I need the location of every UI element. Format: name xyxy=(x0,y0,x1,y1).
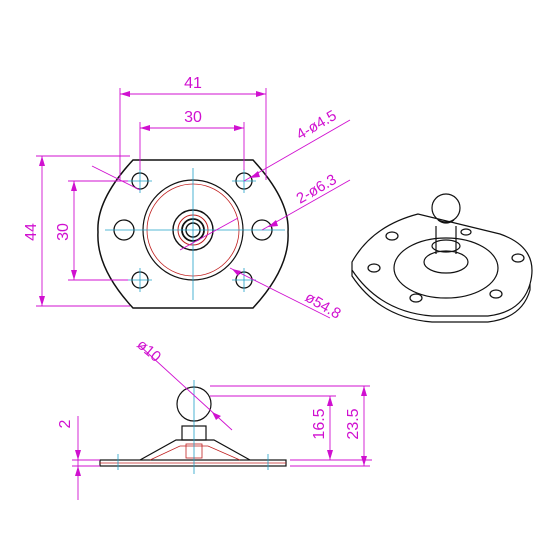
top-view: 41 30 44 30 4-ø4.5 2-ø6.3 ø54.8 xyxy=(23,75,351,323)
iso-dome-inner xyxy=(423,250,469,274)
dim-height-outer: 44 xyxy=(23,223,40,241)
iso-plate-edge xyxy=(351,270,531,323)
iso-hole-4 xyxy=(511,253,525,263)
iso-hole-2 xyxy=(385,231,399,241)
iso-hole-6 xyxy=(460,228,472,236)
dim-ball-height: 16.5 xyxy=(311,408,328,439)
iso-ball-neck xyxy=(437,219,455,224)
dimension-lines xyxy=(36,88,351,319)
dim-total-height: 23.5 xyxy=(345,408,362,439)
dim-hole-spacing-vertical: 30 xyxy=(55,223,72,241)
iso-stem-collar xyxy=(431,239,461,253)
dim-ball-diameter: ø10 xyxy=(133,336,164,366)
dim-hole-spacing: 30 xyxy=(184,109,202,126)
callout-plate: ø54.8 xyxy=(302,289,344,323)
centerlines xyxy=(105,168,285,300)
callout-holes: 4-ø4.5 xyxy=(294,107,340,143)
plate-outline xyxy=(97,159,289,309)
arrowheads xyxy=(39,91,278,306)
dim-plate-thickness: 2 xyxy=(57,419,74,428)
iso-view xyxy=(351,193,533,323)
iso-hole-5 xyxy=(489,289,503,299)
callout-center: 2-ø6.3 xyxy=(294,171,340,207)
iso-hole-1 xyxy=(367,263,381,273)
dim-width-outer: 41 xyxy=(184,75,202,92)
iso-hole-3 xyxy=(409,293,423,303)
iso-stem xyxy=(435,226,457,254)
iso-dome xyxy=(393,237,499,299)
side-view: ø10 2 16.5 23.5 xyxy=(57,336,372,500)
iso-ball xyxy=(431,193,461,223)
